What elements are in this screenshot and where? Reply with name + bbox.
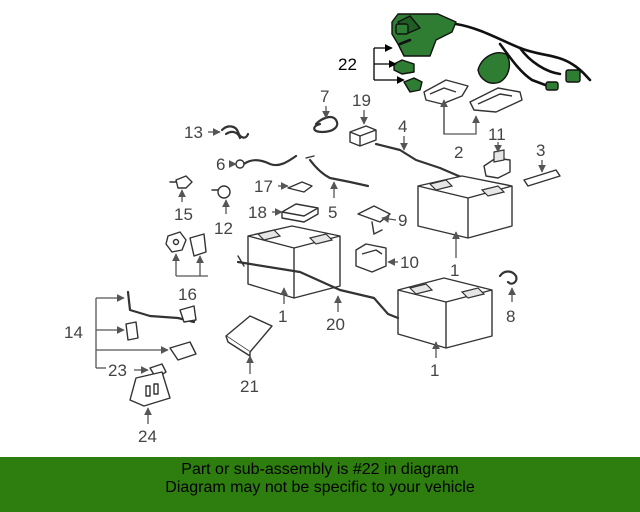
callout-17: 17 — [254, 177, 273, 196]
footer-line-1: Part or sub-assembly is #22 in diagram — [181, 461, 459, 478]
callout-21: 21 — [240, 377, 259, 396]
callout-10: 10 — [400, 253, 419, 272]
callout-1-upper: 1 — [450, 261, 459, 280]
part-17-clip[interactable] — [287, 181, 313, 193]
part-24-cover[interactable] — [129, 371, 171, 407]
callout-13: 13 — [184, 123, 203, 142]
part-8-clip[interactable] — [498, 270, 518, 285]
part-18-box[interactable] — [281, 203, 319, 223]
part-16-clips[interactable] — [165, 231, 207, 257]
callout-14: 14 — [64, 323, 83, 342]
footer-line-2: Diagram may not be specific to your vehi… — [165, 479, 475, 496]
part-13-hose[interactable] — [220, 125, 250, 140]
callout-5: 5 — [328, 203, 337, 222]
part-21-board[interactable] — [225, 315, 273, 357]
callout-11: 11 — [488, 125, 506, 144]
callout-3: 3 — [536, 141, 545, 160]
part-22-assembly[interactable] — [391, 13, 592, 93]
callout-19: 19 — [352, 91, 371, 110]
part-7-cable[interactable] — [313, 115, 339, 134]
part-12-sensor[interactable] — [211, 185, 231, 199]
callout-4: 4 — [398, 117, 407, 136]
leader-lines — [95, 44, 546, 424]
callout-24: 24 — [138, 427, 157, 446]
callout-labels: 22 2 11 3 7 19 4 13 6 17 18 5 15 12 16 9… — [64, 55, 545, 446]
part-19-module[interactable] — [349, 125, 377, 147]
callout-12: 12 — [214, 219, 233, 238]
part-6-cable[interactable] — [235, 154, 298, 169]
callout-15: 15 — [174, 205, 193, 224]
callout-18: 18 — [248, 203, 267, 222]
callout-20: 20 — [326, 315, 345, 334]
parts-diagram: 22 2 11 3 7 19 4 13 6 17 18 5 15 12 16 9… — [64, 13, 592, 446]
part-15-sensor[interactable] — [169, 175, 193, 189]
callout-16: 16 — [178, 285, 197, 304]
callout-1-lower: 1 — [430, 361, 439, 380]
part-14-bracket[interactable] — [125, 290, 197, 361]
part-2-bracket[interactable] — [423, 79, 523, 113]
part-4-rod[interactable] — [374, 142, 470, 182]
part-11-bracket[interactable] — [483, 149, 511, 179]
part-20-rail[interactable] — [236, 255, 400, 320]
part-10-tray[interactable] — [355, 243, 387, 273]
part-1-battery-upper[interactable] — [417, 175, 513, 239]
callout-9: 9 — [398, 211, 407, 230]
part-1-battery-lower[interactable] — [397, 277, 493, 349]
callout-2: 2 — [454, 143, 463, 162]
part-9-bracket[interactable] — [357, 205, 391, 236]
callout-8: 8 — [506, 307, 515, 326]
part-1-battery-center[interactable] — [247, 225, 341, 299]
callout-1-center: 1 — [278, 307, 287, 326]
part-3-strap[interactable] — [523, 169, 561, 187]
callout-23: 23 — [108, 361, 127, 380]
footer-banner: Part or sub-assembly is #22 in diagram D… — [0, 457, 640, 512]
callout-22: 22 — [338, 55, 357, 74]
part-5-cable[interactable] — [305, 155, 370, 188]
callout-7: 7 — [320, 87, 329, 106]
callout-6: 6 — [216, 155, 225, 174]
